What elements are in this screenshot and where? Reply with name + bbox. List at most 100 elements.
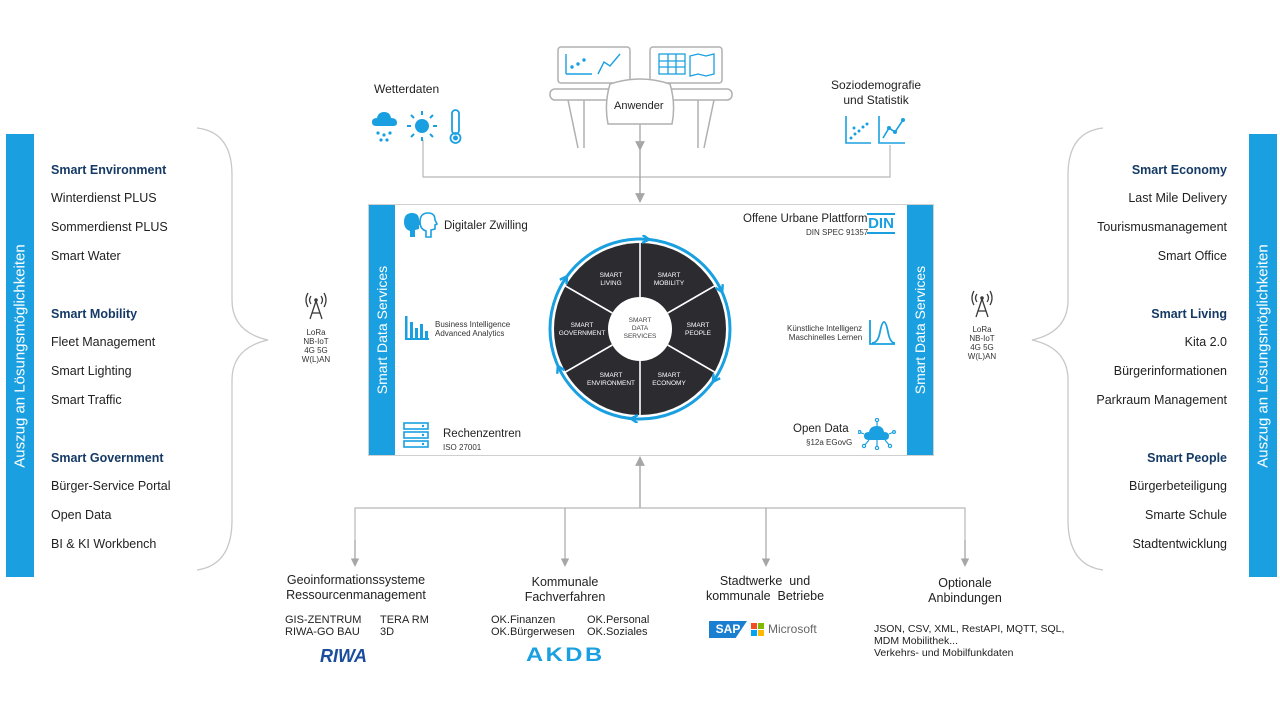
microsoft-logo-icon — [751, 623, 764, 636]
sap-logo: SAP — [709, 621, 747, 638]
open-platform-label: Offene Urbane Plattform — [743, 213, 868, 225]
list-item: Last Mile Delivery — [1128, 191, 1227, 205]
list-item: Parkraum Management — [1096, 393, 1227, 407]
komm-title: Kommunale Fachverfahren — [524, 575, 606, 604]
list-item: Winterdienst PLUS — [51, 191, 157, 205]
microsoft-label: Microsoft — [768, 622, 817, 636]
opt-line: MDM Mobilithek... — [874, 635, 959, 647]
right-vertical-label: Auszug an Lösungsmöglichkeiten — [1254, 243, 1272, 468]
server-icon — [403, 422, 429, 448]
sun-icon — [407, 111, 437, 141]
bi-line: Advanced Analytics — [435, 329, 505, 338]
list-item: Sommerdienst PLUS — [51, 220, 168, 234]
right-vertical-bar: Auszug an Lösungsmöglichkeiten — [1249, 134, 1277, 577]
riwa-logo: RIWA — [320, 646, 367, 666]
wheel-divider — [667, 285, 715, 314]
komm-item: OK.Soziales — [587, 626, 648, 638]
ring-arrow-icon — [714, 284, 724, 295]
din-logo: DIN — [867, 213, 895, 234]
ai-label: Künstliche Intelligenz Maschinelles Lern… — [787, 324, 862, 342]
platform-bar-left: Smart Data Services — [369, 205, 395, 455]
ring-arrow-icon — [711, 373, 721, 384]
platform-bar-right: Smart Data Services — [907, 205, 933, 455]
network-line: LoRa — [972, 325, 992, 334]
list-item: Smart Lighting — [51, 364, 132, 378]
group-heading: Smart Economy — [1131, 163, 1227, 177]
komm-item: OK.Personal — [587, 614, 650, 626]
open-data-label: Open Data — [793, 423, 849, 435]
geo-item: 3D — [380, 626, 395, 638]
wheel-ring — [548, 237, 732, 421]
wheel-center — [608, 297, 672, 361]
network-line: NB-IoT — [969, 334, 995, 343]
socio-label: Soziodemografie und Statistik — [831, 78, 922, 107]
komm-item: OK.Bürgerwesen — [491, 626, 575, 638]
network-label-left: LoRa NB-IoT 4G 5G W(L)AN — [286, 328, 346, 364]
list-item: Smart Water — [51, 249, 121, 263]
cloud-network-icon — [858, 418, 896, 450]
wheel-divider — [565, 344, 613, 373]
group-heading: Smart Mobility — [51, 307, 138, 321]
opt-line: JSON, CSV, XML, RestAPI, MQTT, SQL, — [874, 623, 1065, 635]
network-line: W(L)AN — [301, 355, 331, 364]
geo-item: TERA RM — [380, 614, 429, 626]
workstation-illustration — [549, 46, 733, 149]
geo-col1: GIS-ZENTRUM RIWA-GO BAU — [285, 614, 361, 638]
stadt-title: Stadtwerke und kommunale Betriebe — [705, 574, 825, 603]
wheel-divider — [565, 285, 613, 314]
komm-col1: OK.Finanzen OK.Bürgerwesen — [491, 614, 575, 638]
ring-arrow-icon — [556, 363, 566, 374]
weather-icons — [372, 109, 462, 144]
thermometer-icon — [449, 109, 462, 144]
network-line: 4G 5G — [304, 346, 328, 355]
datacenter-label: Rechenzentren — [443, 428, 521, 440]
antenna-icon — [971, 290, 993, 318]
bar-chart-icon — [405, 316, 429, 340]
ring-arrow-icon — [628, 413, 639, 423]
digital-twin-icon — [404, 212, 438, 238]
network-line: NB-IoT — [303, 337, 329, 346]
opt-line: Verkehrs- und Mobilfunkdaten — [874, 647, 1014, 659]
group-heading: Smart Environment — [51, 163, 167, 177]
platform-bar-label: Smart Data Services — [912, 265, 928, 395]
group-heading: Smart Living — [1151, 307, 1227, 321]
list-item: Bürger-Service Portal — [51, 479, 171, 493]
right-brace — [1031, 127, 1104, 571]
user-label: Anwender — [614, 100, 664, 112]
network-label-right: LoRa NB-IoT 4G 5G W(L)AN — [952, 325, 1012, 361]
antenna-icon — [305, 292, 327, 320]
left-vertical-label: Auszug an Lösungsmöglichkeiten — [11, 243, 29, 468]
bi-line: Business Intelligence — [435, 320, 511, 329]
opt-lines: JSON, CSV, XML, RestAPI, MQTT, SQL, MDM … — [874, 623, 1064, 659]
distribution-curve-icon — [869, 320, 896, 345]
network-line: W(L)AN — [967, 352, 997, 361]
wheel-divider — [667, 344, 715, 373]
network-line: LoRa — [306, 328, 326, 337]
komm-col2: OK.Personal OK.Soziales — [587, 614, 649, 638]
iso-label: ISO 27001 — [443, 443, 482, 452]
left-brace — [196, 127, 269, 571]
bi-label: Business Intelligence Advanced Analytics — [435, 320, 510, 338]
din-spec-label: DIN SPEC 91357 — [806, 228, 869, 237]
geo-col2: TERA RM 3D — [380, 614, 429, 638]
left-vertical-bar: Auszug an Lösungsmöglichkeiten — [6, 134, 34, 577]
list-item: Fleet Management — [51, 335, 156, 349]
geo-item: GIS-ZENTRUM — [285, 614, 362, 626]
akdb-logo: AKDB — [526, 645, 605, 666]
digital-twin-label: Digitaler Zwilling — [444, 220, 528, 232]
list-item: Tourismusmanagement — [1097, 220, 1227, 234]
list-item: Smart Traffic — [51, 393, 122, 407]
rain-cloud-icon — [372, 112, 397, 142]
scatter-icon — [849, 118, 905, 140]
list-item: Kita 2.0 — [1184, 335, 1227, 349]
table-map-icon — [658, 53, 715, 77]
group-heading: Smart People — [1147, 451, 1227, 465]
chart-icon — [565, 53, 621, 75]
